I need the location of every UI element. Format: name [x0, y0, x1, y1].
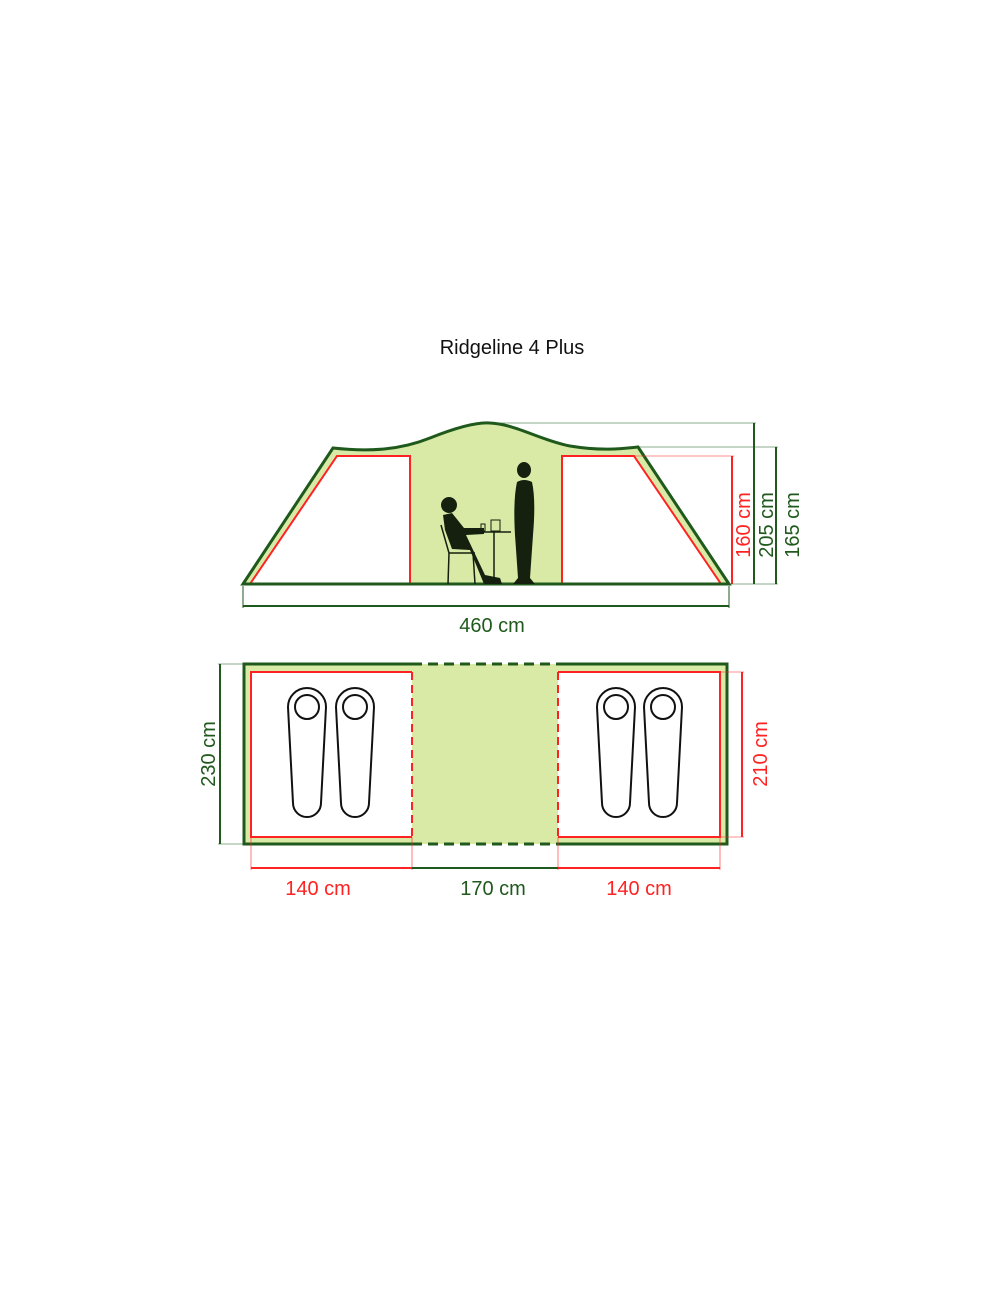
sleeping-bag-icon — [642, 687, 684, 818]
left-bedroom — [250, 671, 412, 838]
svg-text:140 cm: 140 cm — [285, 878, 351, 900]
pillow-icon — [650, 694, 676, 720]
sleeping-bags — [286, 687, 684, 818]
svg-text:165 cm: 165 cm — [782, 492, 804, 558]
inner-width-dimension: 210 cm — [720, 671, 772, 838]
right-room — [561, 455, 723, 585]
sleeping-bag-icon — [286, 687, 328, 818]
seated-person-icon — [440, 497, 502, 585]
sleeping-bag-icon — [595, 687, 637, 818]
svg-text:160 cm: 160 cm — [733, 492, 755, 558]
pillow-icon — [342, 694, 368, 720]
left-room — [248, 455, 411, 585]
inner-height-dimension: 160 cm — [634, 455, 755, 584]
length-dimension: 460 cm — [242, 586, 730, 637]
right-bedroom — [558, 671, 721, 838]
table-icon — [472, 519, 511, 584]
standing-person-icon — [513, 462, 535, 584]
svg-text:460 cm: 460 cm — [459, 615, 525, 637]
side-height-dimension: 165 cm — [638, 446, 804, 585]
sleeping-bag-icon — [334, 687, 376, 818]
pillow-icon — [294, 694, 320, 720]
svg-text:140 cm: 140 cm — [606, 878, 672, 900]
diagram-title: Ridgeline 4 Plus — [440, 337, 585, 359]
svg-text:230 cm: 230 cm — [198, 721, 220, 787]
floor-plan: 230 cm 210 cm 140 cm 170 cm 140 cm — [198, 662, 772, 900]
svg-text:205 cm: 205 cm — [756, 492, 778, 558]
pillow-icon — [603, 694, 629, 720]
width-dimension: 230 cm — [198, 663, 244, 845]
svg-text:170 cm: 170 cm — [460, 878, 526, 900]
peak-height-dimension: 205 cm — [490, 422, 778, 584]
svg-text:210 cm: 210 cm — [750, 721, 772, 787]
side-view: 460 cm 160 cm 205 cm 165 cm — [240, 421, 804, 637]
room-length-dimensions: 140 cm 170 cm 140 cm — [250, 837, 721, 900]
